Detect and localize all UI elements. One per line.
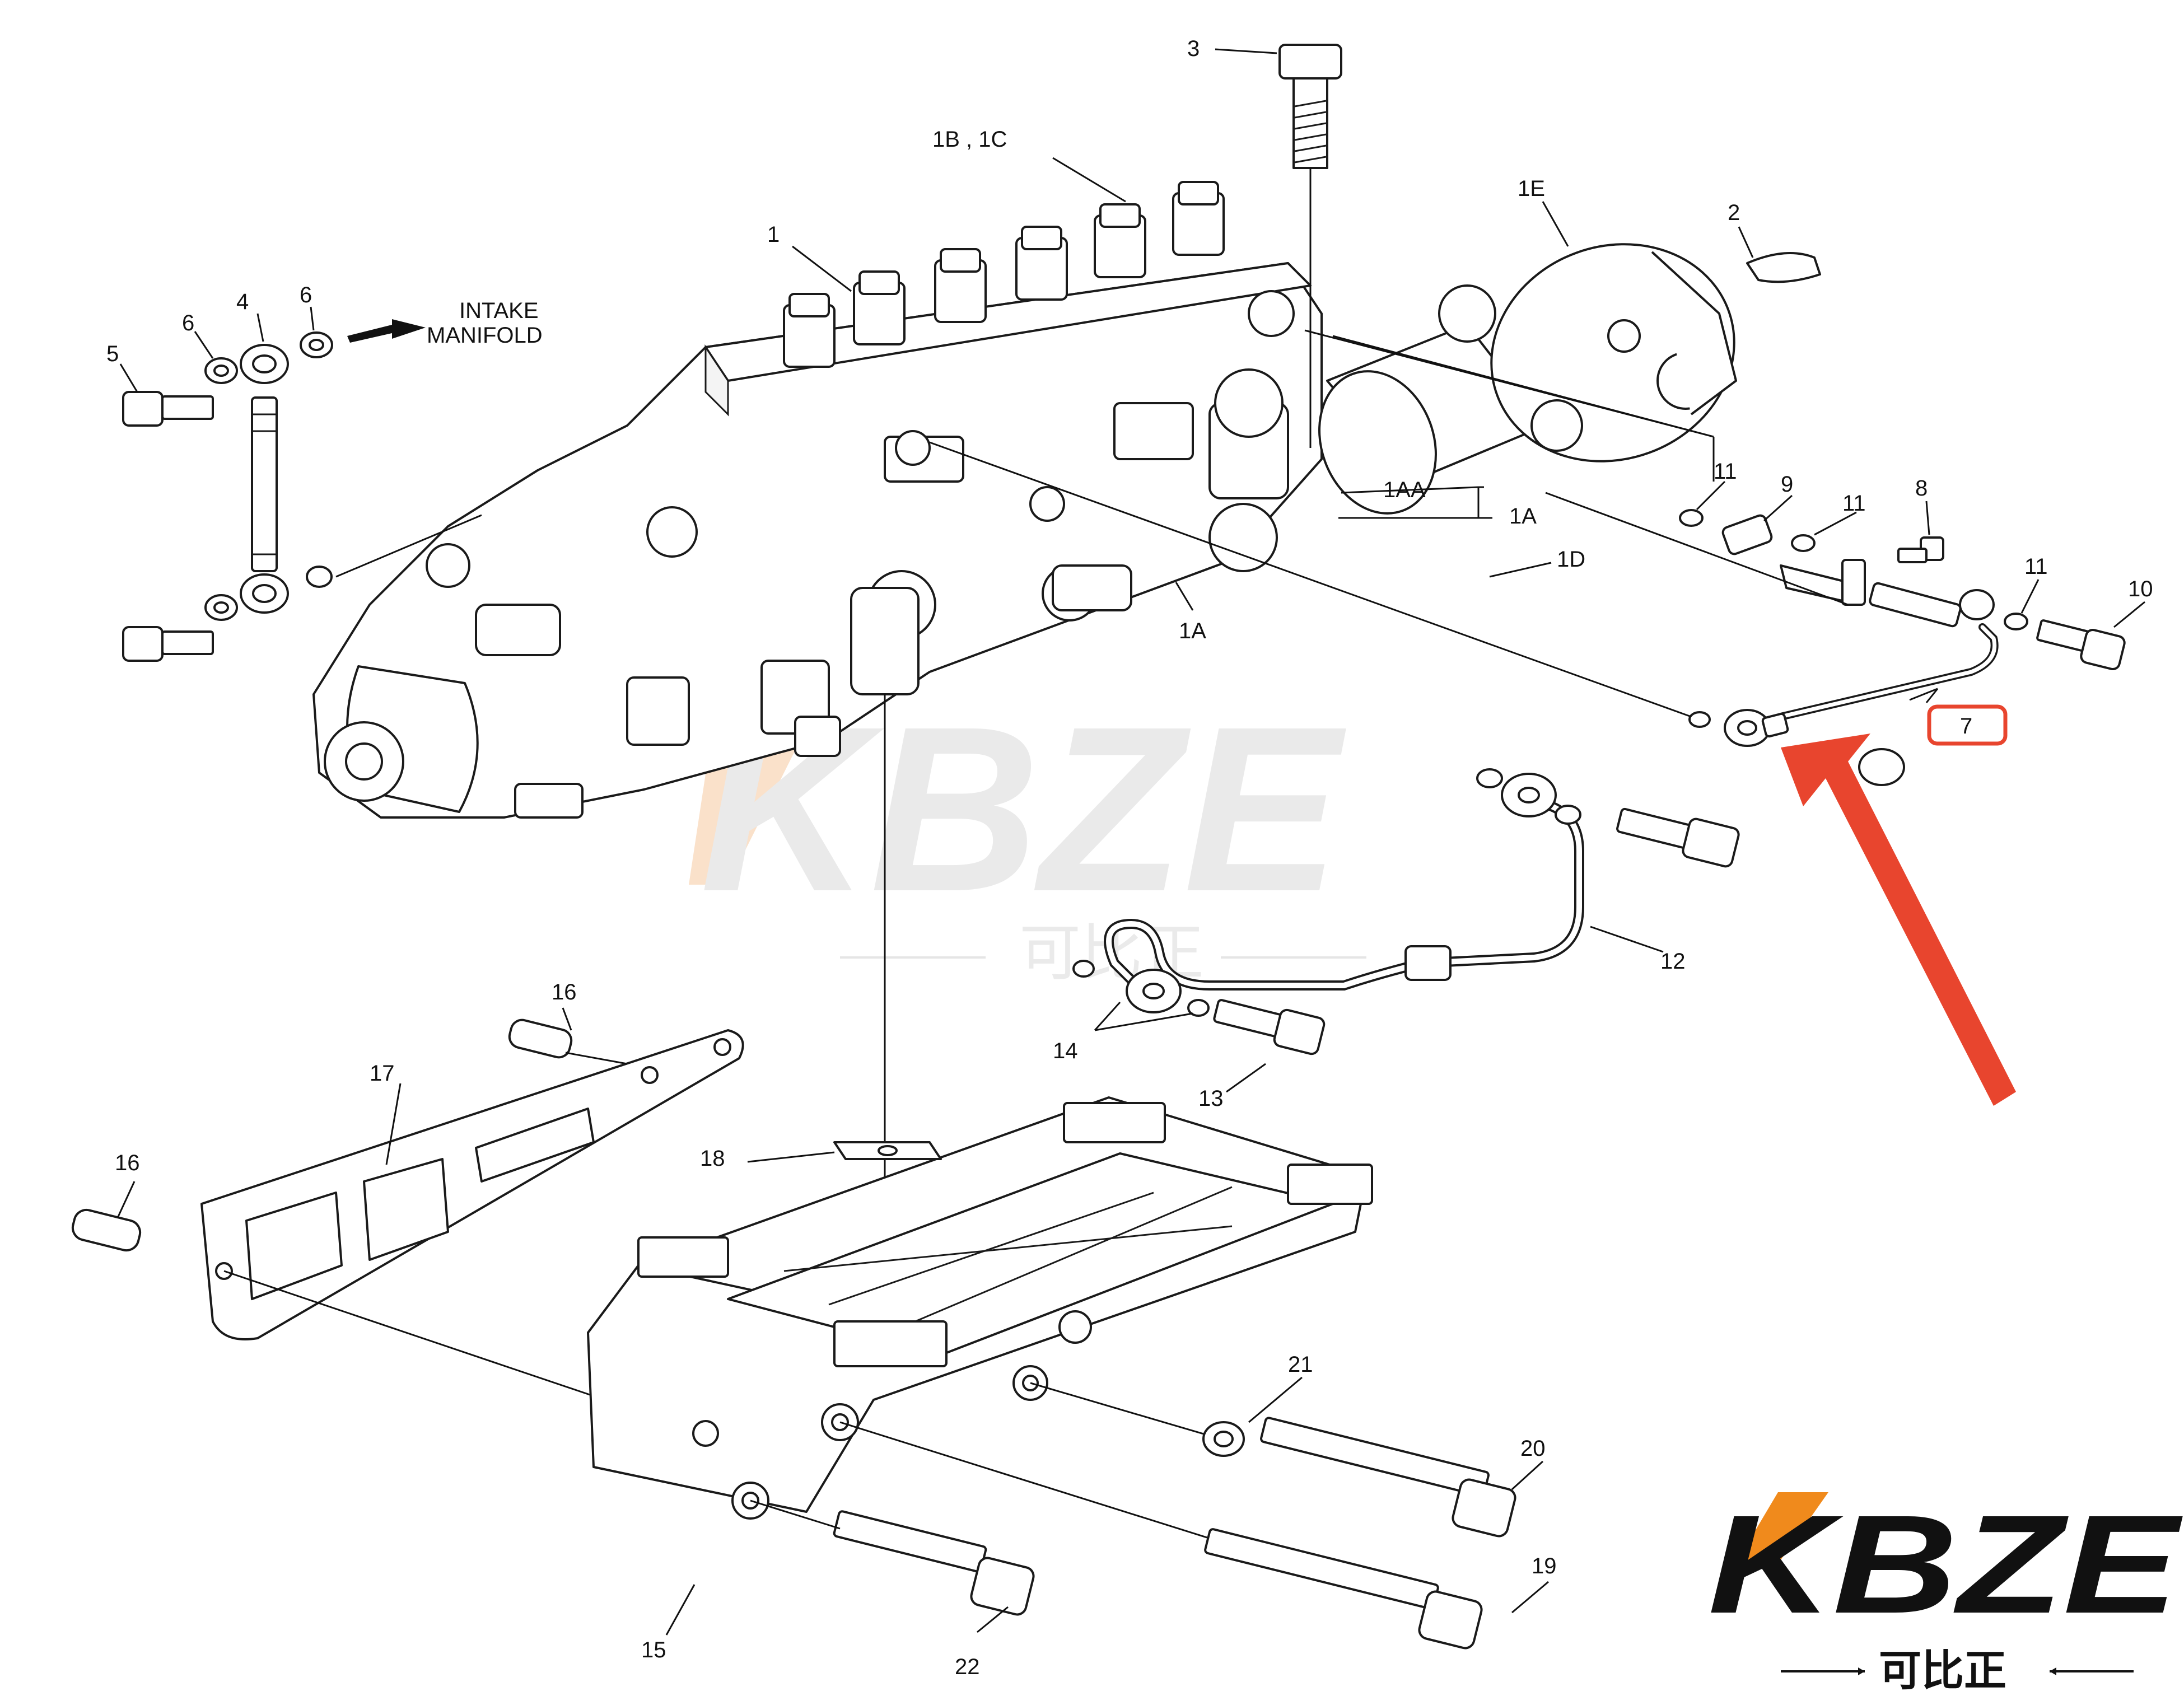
label-12: 12 — [1660, 949, 1686, 974]
lower-bolt-5 — [122, 626, 214, 662]
stud-seat — [833, 1320, 948, 1367]
bolt-10 — [2036, 619, 2126, 671]
fuel-pipe-7 — [1724, 623, 1999, 747]
pump-sleeve — [850, 587, 920, 695]
bolt-12-banjo — [1616, 807, 1740, 868]
label-6-right: 6 — [300, 283, 312, 307]
callout-leaders — [116, 48, 2145, 1636]
oring-11-b — [1791, 534, 1816, 552]
bracket-17 — [200, 1029, 744, 1340]
leader-to-pipe7 — [929, 441, 1692, 718]
label-20: 20 — [1520, 1436, 1546, 1461]
oil-tube-4 — [240, 344, 289, 614]
label-8: 8 — [1915, 476, 1928, 501]
label-19: 19 — [1532, 1554, 1557, 1578]
highlight-box-7 — [1927, 704, 2008, 746]
label-1: 1 — [767, 222, 780, 247]
callout-labels: 3 1B , 1C 1 1E 2 4 6 6 5 11 9 11 8 11 10… — [106, 36, 2153, 1679]
bolt-22 — [833, 1510, 1035, 1616]
banjo-cluster — [1679, 509, 2126, 786]
label-5: 5 — [106, 342, 119, 366]
label-10: 10 — [2128, 577, 2153, 601]
intake-arrow — [347, 319, 426, 343]
bolt-3 — [1278, 44, 1342, 169]
clamp — [1841, 559, 1866, 606]
label-18: 18 — [700, 1146, 725, 1171]
washer-21 — [1202, 1421, 1245, 1457]
label-14: 14 — [1053, 1039, 1078, 1063]
label-17: 17 — [370, 1061, 395, 1086]
intake-label-line2: MANIFOLD — [427, 323, 543, 348]
label-1e: 1E — [1518, 176, 1545, 201]
pump-head-end — [704, 344, 729, 417]
support-bracket-15 — [587, 1096, 1373, 1520]
label-11-a: 11 — [1714, 459, 1737, 484]
label-21: 21 — [1288, 1352, 1313, 1377]
label-11-b: 11 — [1842, 491, 1866, 516]
label-2: 2 — [1728, 200, 1740, 225]
label-6-left: 6 — [182, 311, 194, 335]
bolt-13 — [1213, 999, 1326, 1055]
coupling-hub — [1651, 251, 1737, 415]
label-16-lower: 16 — [115, 1151, 140, 1175]
label-13: 13 — [1198, 1086, 1224, 1111]
fuel-pipe-12 — [1104, 773, 1584, 1013]
bolt-19 — [1204, 1528, 1483, 1650]
logo-chinese: 可比正 — [1879, 1647, 2006, 1693]
logo-accent — [1733, 1492, 1828, 1568]
pin-16-lower — [71, 1208, 142, 1252]
label-16-upper: 16 — [552, 980, 577, 1004]
fitting-9 — [1721, 514, 1773, 555]
label-22: 22 — [955, 1655, 980, 1679]
label-1b-1c: 1B , 1C — [932, 127, 1007, 152]
label-1d: 1D — [1557, 547, 1585, 572]
highlight-arrow — [1781, 733, 2016, 1106]
bolt-20 — [1260, 1417, 1516, 1538]
delivery-valve-holders — [783, 181, 1225, 368]
logo-brand: KBZE — [1708, 1486, 2183, 1642]
bolt-5 — [122, 391, 214, 427]
label-15: 15 — [641, 1638, 666, 1662]
label-9: 9 — [1781, 472, 1793, 497]
timer-coupling-1e — [1318, 243, 1737, 515]
label-11-c: 11 — [2024, 554, 2048, 579]
label-7: 7 — [1960, 714, 1972, 739]
key-2 — [1746, 252, 1821, 283]
washer-14-a — [1072, 960, 1095, 978]
pipe-12-clamp — [1404, 945, 1452, 981]
washer-14-b — [1187, 999, 1210, 1017]
pin-16-upper — [508, 1018, 573, 1059]
label-3: 3 — [1187, 36, 1200, 61]
label-4: 4 — [236, 289, 249, 314]
label-1a-right: 1A — [1509, 504, 1537, 529]
watermark: KBZE 可比正 — [689, 678, 1366, 988]
oring-11-c — [2004, 613, 2028, 630]
intake-label-line1: INTAKE — [459, 298, 539, 323]
brand-logo: KBZE 可比正 — [1708, 1486, 2183, 1695]
label-1a-low: 1A — [1179, 619, 1206, 643]
oring-11-a — [1679, 509, 1704, 527]
label-1aa: 1AA — [1383, 478, 1426, 502]
